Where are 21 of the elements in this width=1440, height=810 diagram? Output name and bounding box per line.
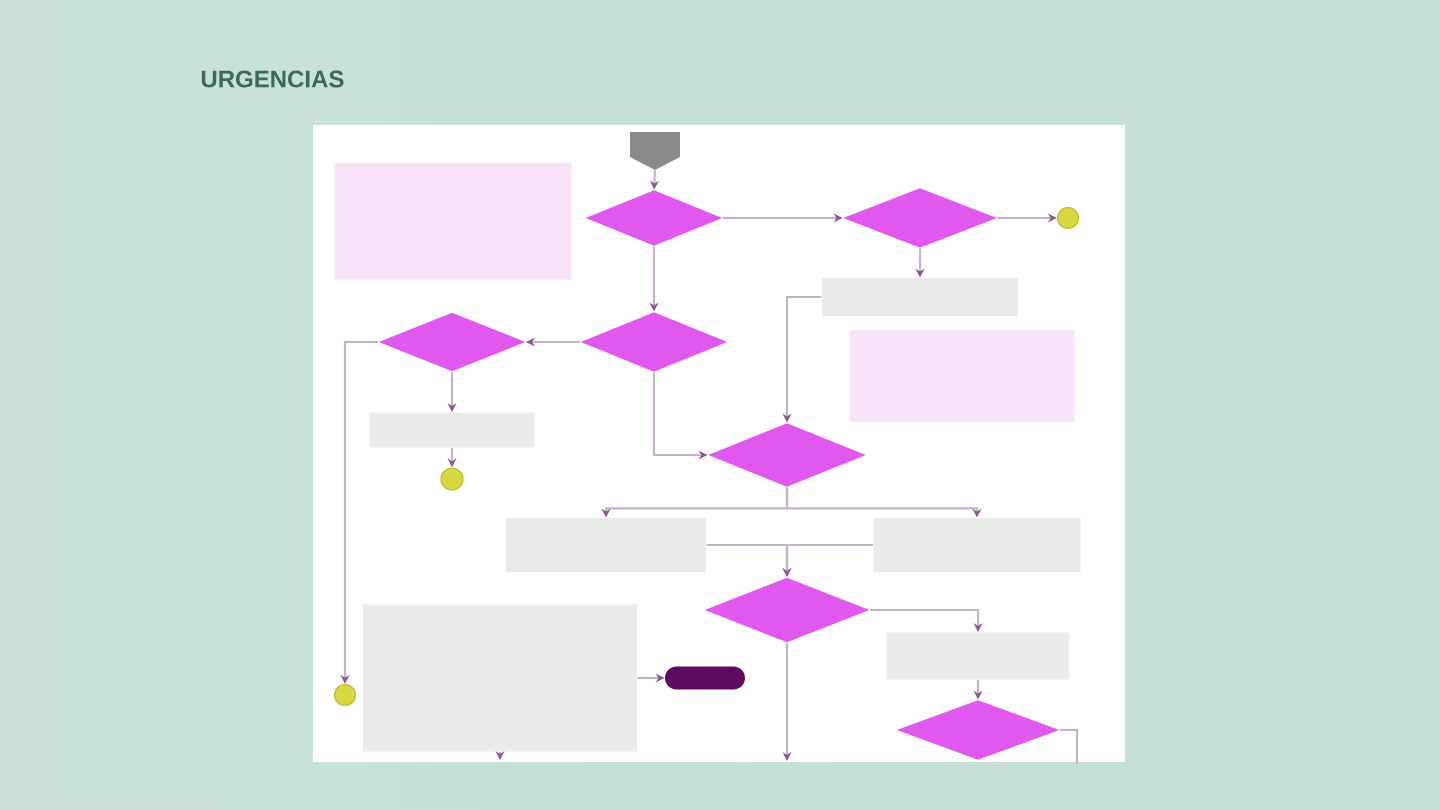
decision-diamond	[708, 423, 866, 487]
note-box	[334, 162, 572, 280]
process-box	[506, 518, 706, 572]
connector-circle	[1056, 206, 1080, 230]
decision-diamond	[585, 190, 723, 246]
process-box	[822, 278, 1018, 316]
offpage-connector	[630, 132, 680, 170]
connector-circle	[333, 683, 357, 707]
process-box	[369, 412, 535, 448]
decision-diamond	[580, 312, 728, 372]
header-title: URGENCIAS	[201, 70, 344, 88]
decision-diamond	[704, 577, 870, 643]
arrow	[1059, 728, 1079, 764]
process-box	[873, 518, 1081, 572]
note-box	[849, 330, 1075, 422]
connector-circle	[440, 467, 464, 491]
decision-diamond	[896, 700, 1060, 760]
decision-diamond	[843, 188, 997, 248]
process-box	[886, 632, 1070, 680]
decision-diamond	[378, 312, 526, 372]
process-box	[363, 604, 637, 752]
